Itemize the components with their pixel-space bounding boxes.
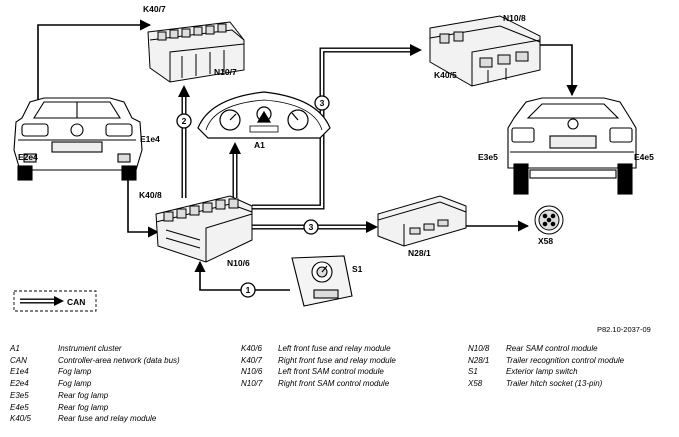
svg-text:1: 1 <box>246 285 251 295</box>
connection-number-3-lower: 3 <box>303 219 319 235</box>
label-a1: A1 <box>254 140 265 150</box>
label-n10-6: N10/6 <box>227 258 250 268</box>
front-car <box>13 97 143 181</box>
connection-number-2: 2 <box>176 113 192 129</box>
svg-text:2: 2 <box>182 116 187 126</box>
figure-reference: P82.10-2037-09 <box>597 325 651 334</box>
thin-wires <box>37 19 578 291</box>
instrument-cluster <box>197 91 331 139</box>
module-k40-7-n10-7 <box>147 21 245 83</box>
can-legend: CAN <box>13 290 97 312</box>
can-label: CAN <box>67 297 85 307</box>
component-labels: K40/7 N10/7 N10/8 K40/5 E2e4 E1e4 A1 E3e… <box>18 4 654 274</box>
label-k40-5: K40/5 <box>434 70 457 80</box>
label-n28-1: N28/1 <box>408 248 431 258</box>
label-e1e4: E1e4 <box>140 134 160 144</box>
connection-number-1: 1 <box>240 282 256 298</box>
trailer-socket-x58 <box>534 205 564 235</box>
label-s1: S1 <box>352 264 363 274</box>
module-n28-1 <box>377 195 467 247</box>
label-e3e5: E3e5 <box>478 152 498 162</box>
svg-text:3: 3 <box>309 222 314 232</box>
wiring-diagram: 1 2 3 3 <box>13 4 654 312</box>
connection-number-3-upper: 3 <box>314 95 330 111</box>
exterior-lamp-switch <box>291 255 353 307</box>
label-n10-8: N10/8 <box>503 13 526 23</box>
label-e2e4: E2e4 <box>18 152 38 162</box>
module-k40-8-n10-6 <box>155 195 253 263</box>
label-n10-7: N10/7 <box>214 67 237 77</box>
rear-car <box>507 97 637 195</box>
label-x58: X58 <box>538 236 553 246</box>
label-e4e5: E4e5 <box>634 152 654 162</box>
svg-text:3: 3 <box>320 98 325 108</box>
module-n10-8-k40-5 <box>429 15 541 87</box>
label-k40-7: K40/7 <box>143 4 166 14</box>
label-k40-8: K40/8 <box>139 190 162 200</box>
